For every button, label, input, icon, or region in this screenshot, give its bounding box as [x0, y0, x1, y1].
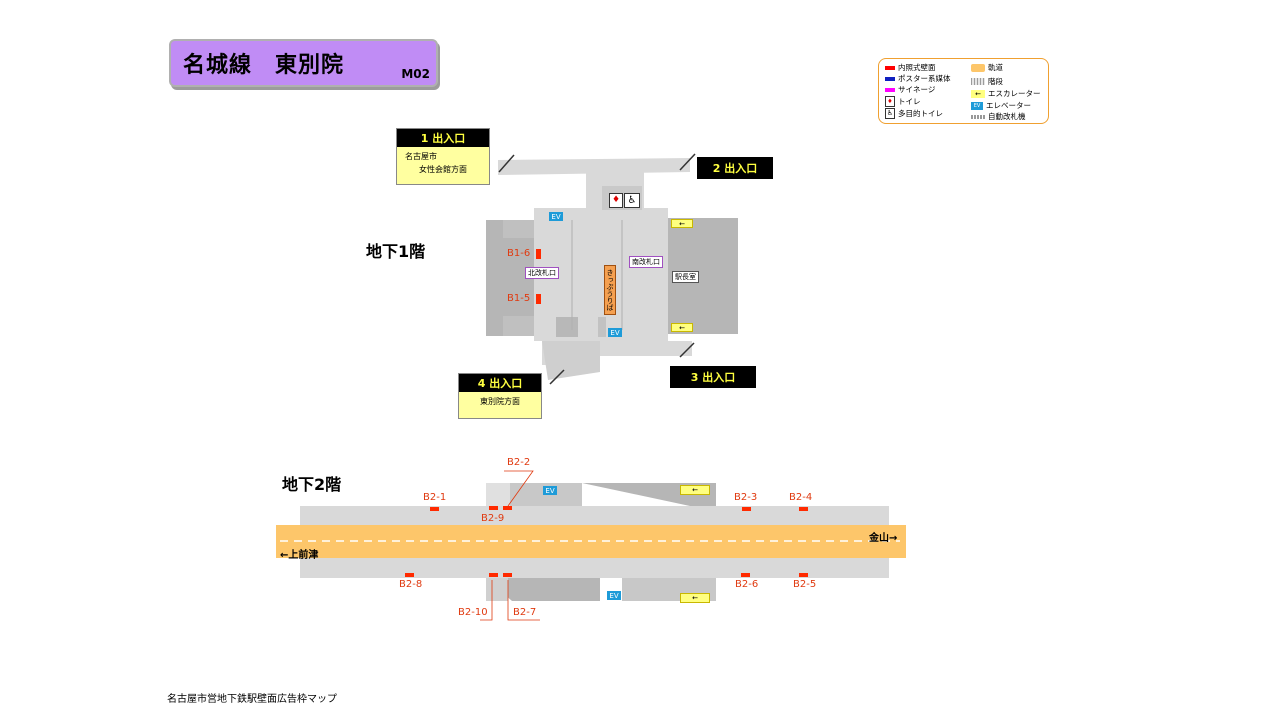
exit-3-line [679, 342, 695, 358]
blue-bar-icon [885, 76, 895, 81]
ad-slot-b2-10 [489, 573, 498, 577]
b1-left-stair [503, 220, 534, 238]
ad-slot-b2-3 [742, 507, 751, 511]
station-code: M02 [401, 67, 430, 81]
ad-label: B2-5 [793, 579, 817, 590]
legend-item: ← エスカレーター [971, 88, 1041, 99]
legend-item: ♦ トイレ [885, 96, 921, 107]
legend-item: 階段 [971, 76, 1003, 87]
elevator-icon: EV [608, 328, 622, 337]
exit-2-box: 2 出入口 [697, 157, 773, 179]
exit-4-box: 4 出入口 東別院方面 [458, 373, 542, 419]
elevator-icon: EV [607, 591, 621, 600]
track-icon [971, 63, 985, 72]
ad-slot-b2-4 [799, 507, 808, 511]
south-gate-label: 南改札口 [629, 256, 663, 268]
b2-7-leader [507, 580, 540, 621]
floor-b2-label: 地下2階 [282, 475, 342, 494]
elevator-icon: EV [549, 212, 563, 221]
direction-kamimaezu: ←上前津 [280, 550, 319, 561]
ad-label: B1-6 [507, 248, 531, 259]
legend-item: EV エレベーター [971, 100, 1031, 111]
red-bar-icon [885, 65, 895, 70]
b2-upper-stair-left-inner [486, 483, 510, 506]
b2-2-leader [504, 470, 534, 507]
b1-pillar-b [598, 317, 606, 337]
station-title-banner: 名城線 東別院 M02 [169, 39, 438, 87]
stairs-icon [971, 78, 985, 85]
ad-label: B2-4 [789, 492, 813, 503]
ad-label: B2-2 [507, 457, 531, 468]
ad-slot-b2-2 [503, 506, 512, 510]
ad-label: B2-1 [423, 492, 447, 503]
exit-1-box: 1 出入口 名古屋市 女性会館方面 [396, 128, 490, 185]
toilet-icon: ♦ [609, 193, 623, 208]
legend-item: ポスター系媒体 [885, 73, 951, 84]
ad-slot-b2-7 [503, 573, 512, 577]
exit-1-line [498, 154, 515, 173]
exit-3-box: 3 出入口 [670, 366, 756, 388]
floor-b1-label: 地下1階 [366, 242, 426, 261]
b2-lower-stair-left [486, 578, 600, 601]
ticket-gate-icon [971, 114, 985, 119]
direction-kanayama: 金山→ [869, 533, 898, 544]
ad-slot-b2-8 [405, 573, 414, 577]
accessible-toilet-icon: ♿ [885, 108, 895, 119]
ad-slot-b2-1 [430, 507, 439, 511]
ad-label: B2-6 [735, 579, 759, 590]
elevator-icon: EV [971, 101, 983, 110]
ad-label: B2-8 [399, 579, 423, 590]
station-office-label: 駅長室 [672, 271, 699, 283]
b2-lower-stair-left-inner [486, 578, 508, 601]
ad-slot-b2-9 [489, 506, 498, 510]
legend: 内照式壁面 ポスター系媒体 サイネージ ♦ トイレ ♿ 多目的トイレ 軌道 階段… [878, 58, 1049, 124]
legend-item: 軌道 [971, 62, 1003, 73]
legend-item: サイネージ [885, 84, 935, 95]
b1-bottom-left-corridor [542, 341, 600, 380]
footer-caption: 名古屋市営地下鉄駅壁面広告枠マップ [167, 694, 337, 705]
b1-left-stair-block [486, 220, 534, 336]
exit-1-desc: 名古屋市 女性会館方面 [405, 152, 467, 174]
ad-slot-b2-6 [741, 573, 750, 577]
ad-slot-b1-6 [536, 249, 541, 259]
ad-slot-b1-5 [536, 294, 541, 304]
station-title: 名城線 東別院 [183, 53, 345, 78]
escalator-icon: ← [680, 593, 710, 603]
b2-upper-platform [300, 506, 889, 525]
escalator-icon: ← [671, 323, 693, 332]
ad-label: B1-5 [507, 293, 531, 304]
exit-1-title: 1 出入口 [397, 129, 489, 147]
north-gate-label: 北改札口 [525, 267, 559, 279]
escalator-icon: ← [971, 89, 985, 98]
toilet-icon: ♦ [885, 96, 895, 107]
escalator-icon: ← [680, 485, 710, 495]
ad-label: B2-9 [481, 513, 505, 524]
ad-label: B2-7 [513, 607, 537, 618]
b1-left-stair-b [503, 316, 534, 336]
elevator-icon: EV [543, 486, 557, 495]
exit-4-desc: 東別院方面 [480, 397, 520, 406]
accessible-toilet-icon: ♿ [624, 193, 640, 208]
exit-2-line [679, 153, 696, 171]
ticket-office-label: きっぷうりば [604, 265, 616, 315]
legend-item: 内照式壁面 [885, 62, 936, 73]
b2-10-leader [480, 580, 493, 621]
ad-slot-b2-5 [799, 573, 808, 577]
legend-item: ♿ 多目的トイレ [885, 108, 943, 119]
ad-label: B2-10 [458, 607, 488, 618]
magenta-bar-icon [885, 87, 895, 92]
escalator-icon: ← [671, 219, 693, 228]
exit-4-title: 4 出入口 [459, 374, 541, 392]
ad-label: B2-3 [734, 492, 758, 503]
exit-4-line [549, 369, 565, 385]
legend-item: 自動改札機 [971, 111, 1026, 122]
